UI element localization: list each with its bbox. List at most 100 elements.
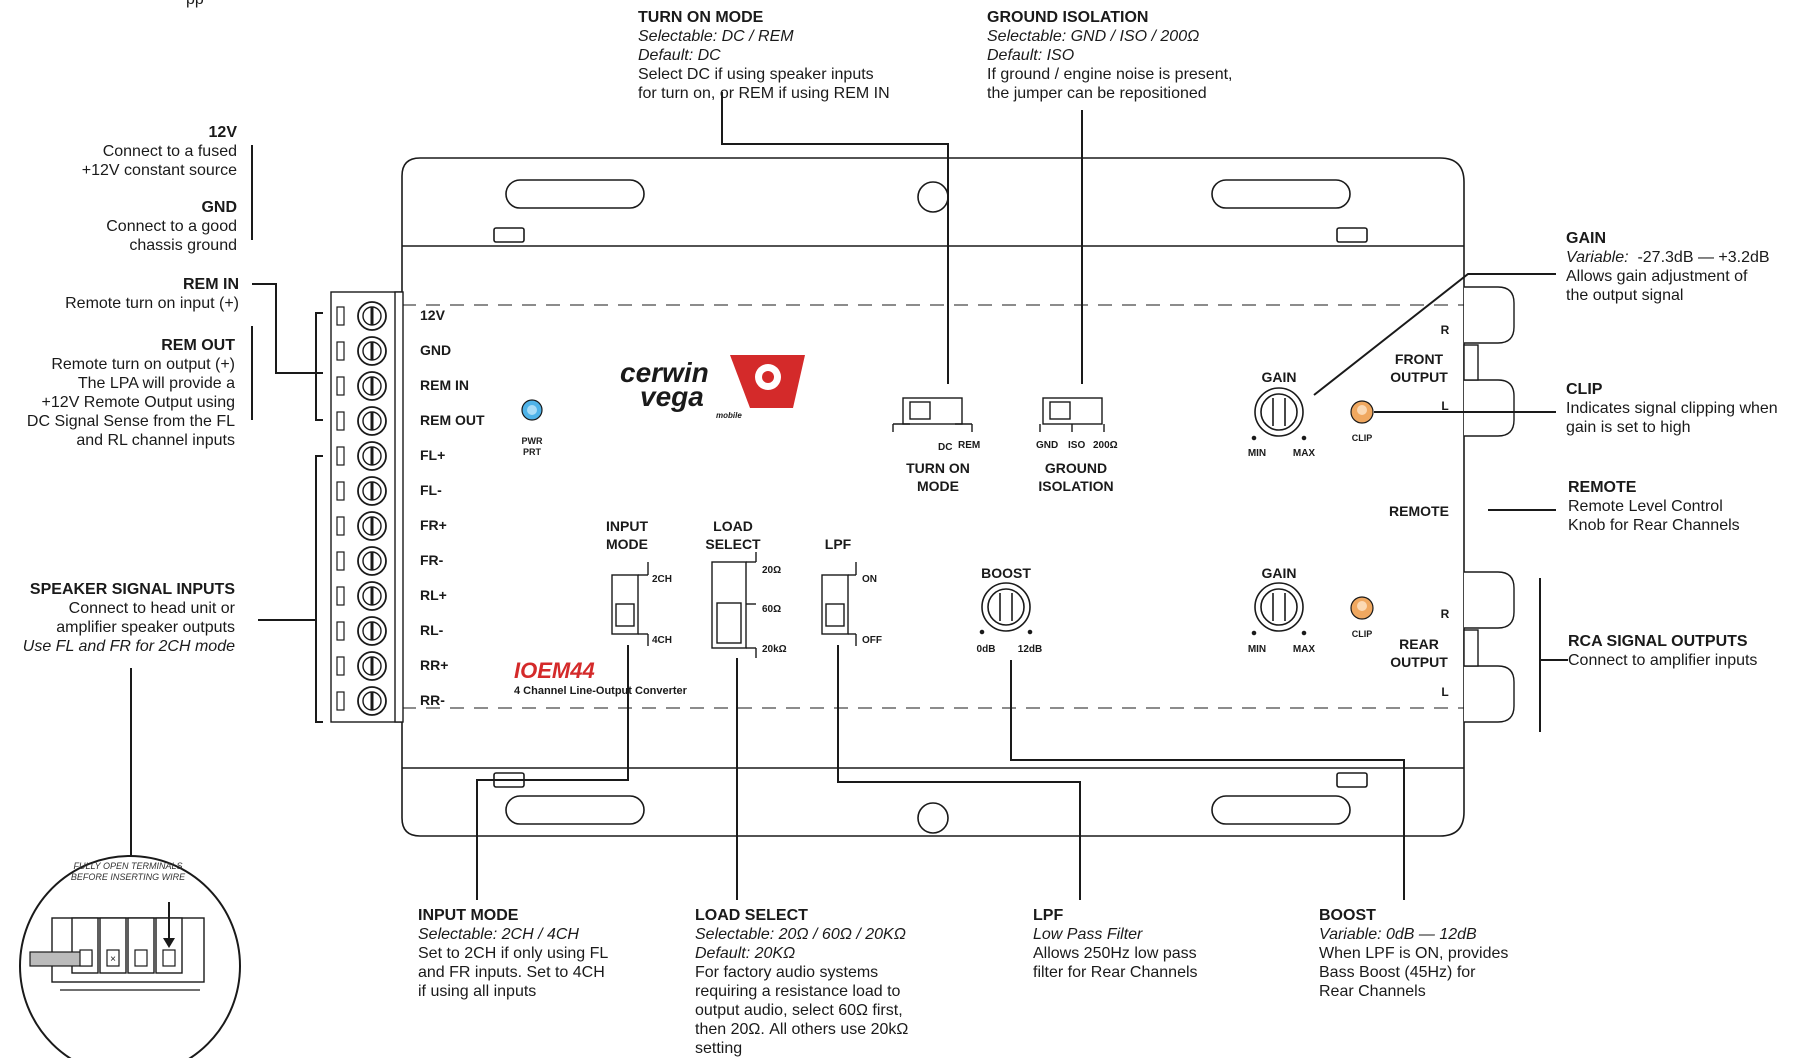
- boost-min: 0dB: [977, 644, 996, 655]
- gain-front-knob[interactable]: [1251, 387, 1307, 441]
- callout-line: Select DC if using speaker inputs: [638, 66, 874, 83]
- callout-title: REMOTE: [1568, 479, 1637, 496]
- callout-line: For factory audio systems: [695, 964, 879, 981]
- callout-line: filter for Rear Channels: [1033, 964, 1198, 981]
- rear-output-1: REAR: [1399, 636, 1439, 652]
- rem-out-callout: REM OUT Remote turn on output (+) The LP…: [27, 336, 235, 450]
- lpf-switch[interactable]: [821, 562, 857, 646]
- ground-label-1: GROUND: [1045, 460, 1107, 476]
- input-mode-callout: INPUT MODE Selectable: 2CH / 4CH Set to …: [418, 906, 608, 1001]
- svg-text:×: ×: [110, 954, 116, 965]
- terminal-label: 12V: [420, 307, 445, 323]
- callout-line: Remote turn on output (+): [51, 356, 235, 373]
- callout-line: Default: ISO: [987, 47, 1075, 64]
- terminal-slot: [336, 586, 345, 606]
- pwr-label-1: PWR: [522, 436, 543, 446]
- callout-line: Selectable: GND / ISO / 200Ω: [987, 28, 1200, 45]
- speaker-inputs-callout: SPEAKER SIGNAL INPUTS Connect to head un…: [23, 580, 235, 656]
- pwr-label-2: PRT: [523, 447, 542, 457]
- callout-title: REM OUT: [161, 337, 235, 354]
- callout-title: REM IN: [183, 276, 239, 293]
- callout-title: SPEAKER SIGNAL INPUTS: [29, 581, 235, 598]
- terminal-slot: [336, 341, 345, 361]
- boost-knob[interactable]: [979, 582, 1033, 635]
- callout-line: for turn on, or REM if using REM IN: [638, 85, 890, 102]
- gain-range-prefix: Variable:: [1566, 249, 1629, 266]
- terminal-slot: [336, 306, 345, 326]
- iso-opt: ISO: [1068, 440, 1085, 451]
- boost-label: BOOST: [981, 565, 1031, 581]
- pwr-led-highlight: [527, 405, 537, 415]
- 4ch-opt: 4CH: [652, 635, 672, 646]
- callout-line: the output signal: [1566, 287, 1684, 304]
- brand-line-1: cerwin: [620, 357, 709, 388]
- lpf-on-opt: ON: [862, 574, 877, 585]
- gain-front-min: MIN: [1248, 448, 1266, 459]
- inset-note-2: BEFORE INSERTING WIRE: [71, 872, 186, 882]
- rem-label: REM: [958, 440, 980, 451]
- turn-on-mode-callout: TURN ON MODE Selectable: DC / REM Defaul…: [638, 8, 890, 103]
- callout-title: GROUND ISOLATION: [987, 9, 1149, 26]
- terminal-slot: [336, 656, 345, 676]
- ground-label-2: ISOLATION: [1038, 478, 1113, 494]
- callout-title: BOOST: [1319, 907, 1376, 924]
- callout-line: setting: [695, 1040, 743, 1057]
- rear-l-label: L: [1441, 685, 1448, 699]
- terminal-label: RL+: [420, 587, 447, 603]
- callout-title: LPF: [1033, 907, 1064, 924]
- boost-max: 12dB: [1018, 644, 1042, 655]
- callout-line: Default: DC: [638, 47, 721, 64]
- callout-line: Selectable: 20Ω / 60Ω / 20KΩ: [695, 926, 906, 943]
- callout-line: gain is set to high: [1566, 419, 1691, 436]
- dc-label: DC: [938, 442, 952, 453]
- gain-rear-knob[interactable]: [1251, 582, 1307, 636]
- callout-line: and RL channel inputs: [76, 432, 235, 449]
- callout-line: Use FL and FR for 2CH mode: [22, 638, 235, 655]
- callout-line: +12V Remote Output using: [41, 394, 235, 411]
- brand-sub: mobile: [716, 411, 742, 420]
- gnd-callout: GND Connect to a good chassis ground: [106, 198, 237, 255]
- load-select-callout: LOAD SELECT Selectable: 20Ω / 60Ω / 20KΩ…: [695, 906, 908, 1058]
- load-select-switch[interactable]: [711, 552, 757, 658]
- callout-line: Variable: 0dB — 12dB: [1319, 926, 1477, 943]
- lpf-callout: LPF Low Pass Filter Allows 250Hz low pas…: [1033, 906, 1198, 982]
- gain-range-line: Variable: -27.3dB — +3.2dB: [1566, 248, 1770, 267]
- callout-line: DC Signal Sense from the FL: [26, 413, 235, 430]
- terminal-label: REM IN: [420, 377, 469, 393]
- model-name: IOEM44: [514, 658, 595, 683]
- ground-isolation-switch[interactable]: [1039, 397, 1105, 432]
- callout-line: Knob for Rear Channels: [1568, 517, 1740, 534]
- gain-rear-max: MAX: [1293, 644, 1316, 655]
- 12v-callout: 12V Connect to a fused +12V constant sou…: [82, 123, 237, 180]
- boost-callout: BOOST Variable: 0dB — 12dB When LPF is O…: [1319, 906, 1508, 1001]
- clip-front-label: CLIP: [1352, 433, 1373, 443]
- gain-range-value: -27.3dB — +3.2dB: [1637, 249, 1770, 266]
- remote-label: REMOTE: [1389, 503, 1449, 519]
- callout-line: Indicates signal clipping when: [1566, 400, 1778, 417]
- callout-line: Default: 20KΩ: [695, 945, 796, 962]
- callout-line: Rear Channels: [1319, 983, 1426, 1000]
- callout-line: Bass Boost (45Hz) for: [1319, 964, 1476, 981]
- callout-title: TURN ON MODE: [638, 9, 764, 26]
- callout-line: Remote turn on input (+): [65, 295, 239, 312]
- turn-on-mode-switch[interactable]: [892, 397, 973, 432]
- callout-line: Allows 250Hz low pass: [1033, 945, 1197, 962]
- callout-line: chassis ground: [129, 237, 237, 254]
- callout-title: GAIN: [1566, 230, 1606, 247]
- model-desc: 4 Channel Line-Output Converter: [514, 685, 688, 697]
- callout-line: If ground / engine noise is present,: [987, 66, 1233, 83]
- callout-line: Connect to head unit or: [68, 600, 235, 617]
- callout-title: LOAD SELECT: [695, 907, 808, 924]
- front-l-label: L: [1441, 399, 1448, 413]
- rca-outputs-callout: RCA SIGNAL OUTPUTS Connect to amplifier …: [1568, 632, 1757, 670]
- callout-title: RCA SIGNAL OUTPUTS: [1568, 633, 1748, 650]
- load-label-1: LOAD: [713, 518, 753, 534]
- front-output-2: OUTPUT: [1390, 369, 1448, 385]
- terminal-slot: [336, 516, 345, 536]
- turn-on-label-1: TURN ON: [906, 460, 970, 476]
- input-mode-switch[interactable]: [611, 562, 649, 646]
- 2ch-opt: 2CH: [652, 574, 672, 585]
- terminal-label: FR+: [420, 517, 447, 533]
- terminal-slot: [336, 691, 345, 711]
- remote-callout: REMOTE Remote Level Control Knob for Rea…: [1568, 478, 1740, 535]
